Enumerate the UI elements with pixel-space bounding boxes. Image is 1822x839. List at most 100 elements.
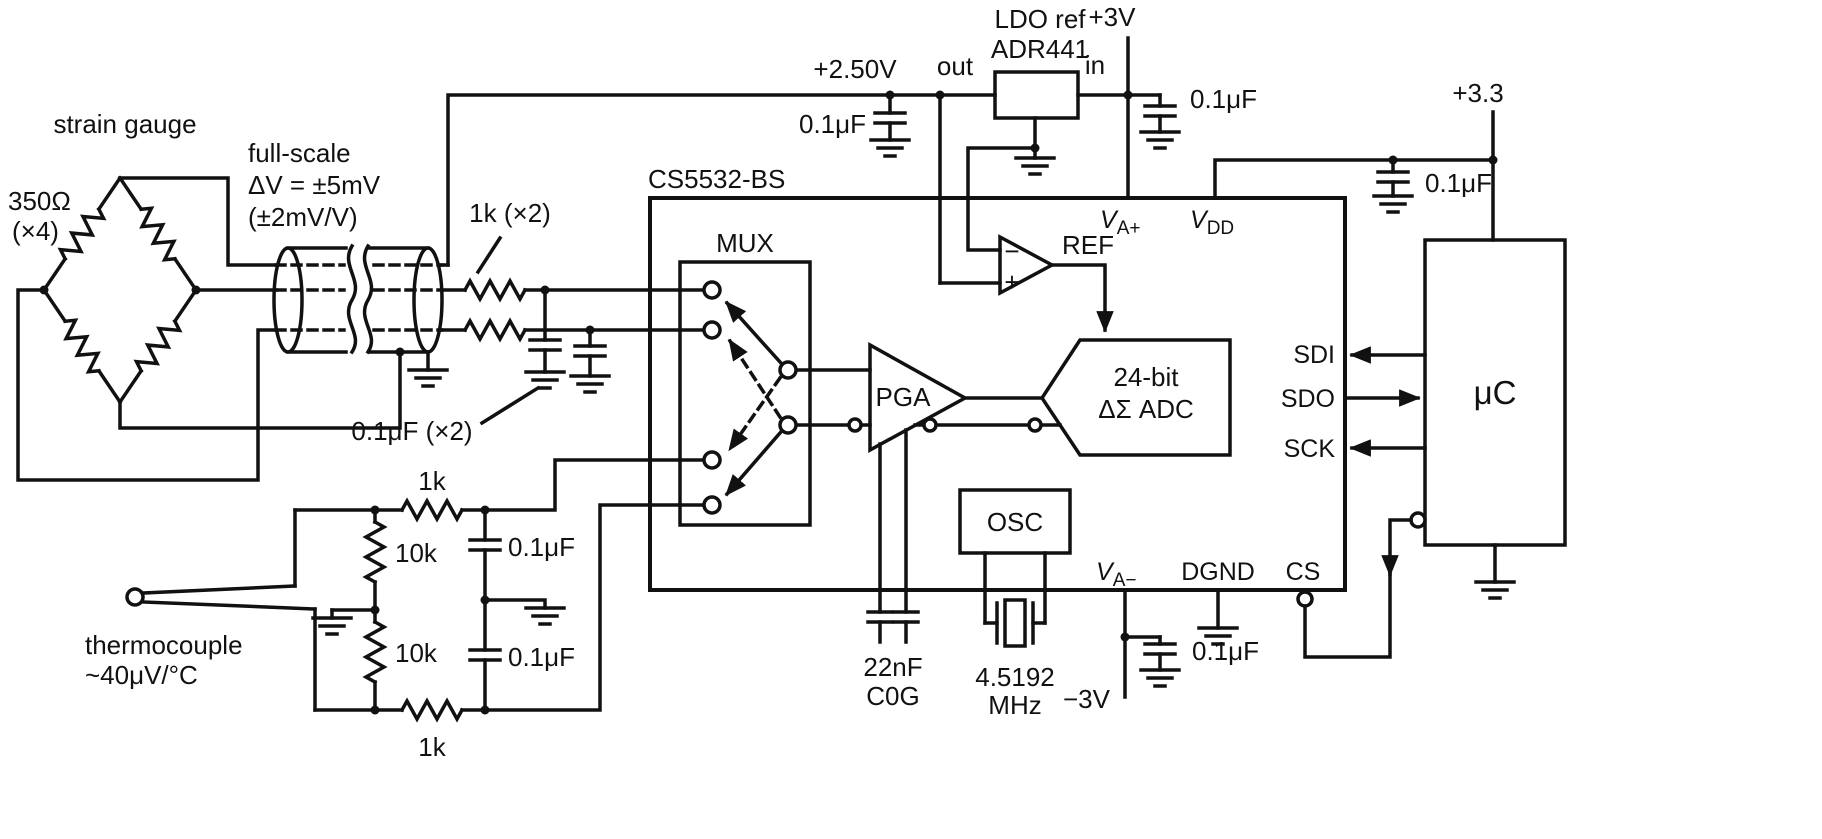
osc-label: OSC — [987, 507, 1043, 537]
ground-symbol — [1372, 194, 1414, 214]
chip-external-parts — [866, 428, 1314, 699]
uc-label: μC — [1474, 374, 1517, 411]
ground-symbol — [569, 374, 611, 394]
cable-break-icon — [362, 243, 374, 355]
strain-gauge-bridge — [41, 175, 199, 405]
thermo-cap-bot-label: 0.1μF — [508, 642, 575, 672]
xtal-unit-label: MHz — [988, 690, 1041, 720]
label-leader-line — [475, 235, 503, 275]
ref-rail-label: +2.50V — [813, 54, 897, 84]
resistor-icon — [400, 699, 464, 721]
junction-dots — [39, 90, 1498, 715]
label-leader-line — [479, 385, 541, 426]
ref-cap-label: 0.1μF — [799, 109, 866, 139]
input-filter — [440, 235, 706, 426]
adc-label-1: 24-bit — [1113, 362, 1179, 392]
bridge-wiring — [16, 176, 402, 482]
thermocouple-junction-icon — [125, 587, 145, 607]
ldo-box — [993, 70, 1080, 120]
cs-pin — [1296, 590, 1314, 608]
ldo-in-label: in — [1085, 50, 1105, 80]
thermo-r-div2-label: 10k — [395, 638, 438, 668]
pin-vdd: VDD — [1190, 206, 1234, 239]
shielded-cable — [272, 243, 449, 388]
pin-sdo: SDO — [1281, 385, 1335, 413]
mux-box — [678, 260, 812, 527]
crystal-icon — [1003, 598, 1027, 648]
ref-amp-label: REF — [1062, 230, 1114, 260]
uc-supply-label: +3.3 — [1452, 78, 1503, 108]
resistor-icon — [463, 319, 527, 341]
cs-wire — [1303, 572, 1392, 659]
ref-amp-minus: − — [1004, 236, 1019, 266]
resistor-icon — [364, 620, 386, 684]
labels: strain gauge 350Ω (×4) full-scale ΔV = ±… — [8, 2, 1516, 762]
cable-break-icon — [346, 243, 358, 355]
pin-dgnd: DGND — [1181, 558, 1255, 586]
chip-outline — [648, 196, 1347, 592]
uc-cap-label: 0.1μF — [1425, 168, 1492, 198]
pga-cap-value-label: 22nF — [863, 652, 922, 682]
resistor-icon — [463, 279, 527, 301]
mux-input-pin — [702, 495, 722, 515]
ground-symbol — [311, 616, 353, 636]
ground-symbol — [1139, 668, 1181, 688]
resistor-icon — [400, 499, 464, 521]
xtal-freq-label: 4.5192 — [975, 662, 1055, 692]
reference-circuit — [869, 36, 1181, 285]
pin-va-plus: VA+ — [1100, 206, 1140, 239]
ground-symbol — [407, 368, 449, 388]
pin-cs: CS — [1286, 558, 1321, 586]
thermo-cap-top-label: 0.1μF — [508, 532, 575, 562]
supply-3v-label: +3V — [1089, 2, 1137, 32]
adc-chip — [648, 196, 1347, 592]
adc-label-2: ΔΣ ADC — [1098, 394, 1194, 424]
va-minus-cap-label: 0.1μF — [1192, 636, 1259, 666]
fullscale-label-2: ΔV = ±5mV — [248, 170, 381, 200]
adc-shape — [1039, 338, 1232, 457]
ground-symbol — [1014, 156, 1056, 176]
fullscale-label-3: (±2mV/V) — [248, 202, 358, 232]
chip-part-label: CS5532-BS — [648, 164, 785, 194]
mux-input-pin — [702, 320, 722, 340]
excitation-rail — [440, 93, 942, 267]
thermo-r-bot-label: 1k — [418, 732, 446, 762]
mux-output-pin — [778, 415, 798, 435]
mux-input-pin — [702, 280, 722, 300]
thermocouple-network — [125, 458, 706, 721]
bridge-resistance-label: 350Ω — [8, 186, 71, 216]
ref-amp-plus: + — [1004, 267, 1019, 297]
cs-wire — [1381, 518, 1413, 577]
ground-symbol — [524, 370, 566, 390]
osc-box — [958, 488, 1072, 555]
mux-output-pin — [778, 360, 798, 380]
input-caps-label: 0.1μF (×2) — [351, 416, 472, 446]
supply-cap-label: 0.1μF — [1190, 84, 1257, 114]
input-resistors-label: 1k (×2) — [469, 198, 551, 228]
thermocouple-label: thermocouple — [85, 630, 243, 660]
pga-label: PGA — [876, 382, 932, 412]
resistor-icon — [364, 520, 386, 584]
ref-amp-triangle — [998, 234, 1056, 296]
pga-cap-type-label: C0G — [866, 681, 919, 711]
ldo-out-label: out — [937, 51, 974, 81]
mux-input-pin — [702, 450, 722, 470]
pin-sck: SCK — [1284, 435, 1336, 463]
bridge-resistor-icon — [131, 314, 185, 378]
microcontroller — [1213, 110, 1567, 659]
bridge-resistor-icon — [55, 314, 109, 378]
strain-gauge-label: strain gauge — [53, 109, 196, 139]
ldo-name-label-2: ADR441 — [991, 34, 1089, 64]
ldo-name-label-1: LDO ref — [994, 4, 1086, 34]
pin-sdi: SDI — [1293, 341, 1335, 369]
thermo-r-top-label: 1k — [418, 466, 446, 496]
ground-symbol — [524, 606, 566, 626]
pin-va-minus: VA− — [1096, 558, 1136, 591]
bridge-resistor-icon — [131, 202, 185, 266]
chopper-switch-icon — [847, 417, 863, 433]
thermocouple-sensitivity-label: ~40μV/°C — [85, 660, 198, 690]
neg-supply-label: −3V — [1063, 684, 1111, 714]
chopper-switch-icon — [1027, 417, 1043, 433]
mux-label: MUX — [716, 228, 774, 258]
uc-cs-pin — [1409, 511, 1427, 529]
